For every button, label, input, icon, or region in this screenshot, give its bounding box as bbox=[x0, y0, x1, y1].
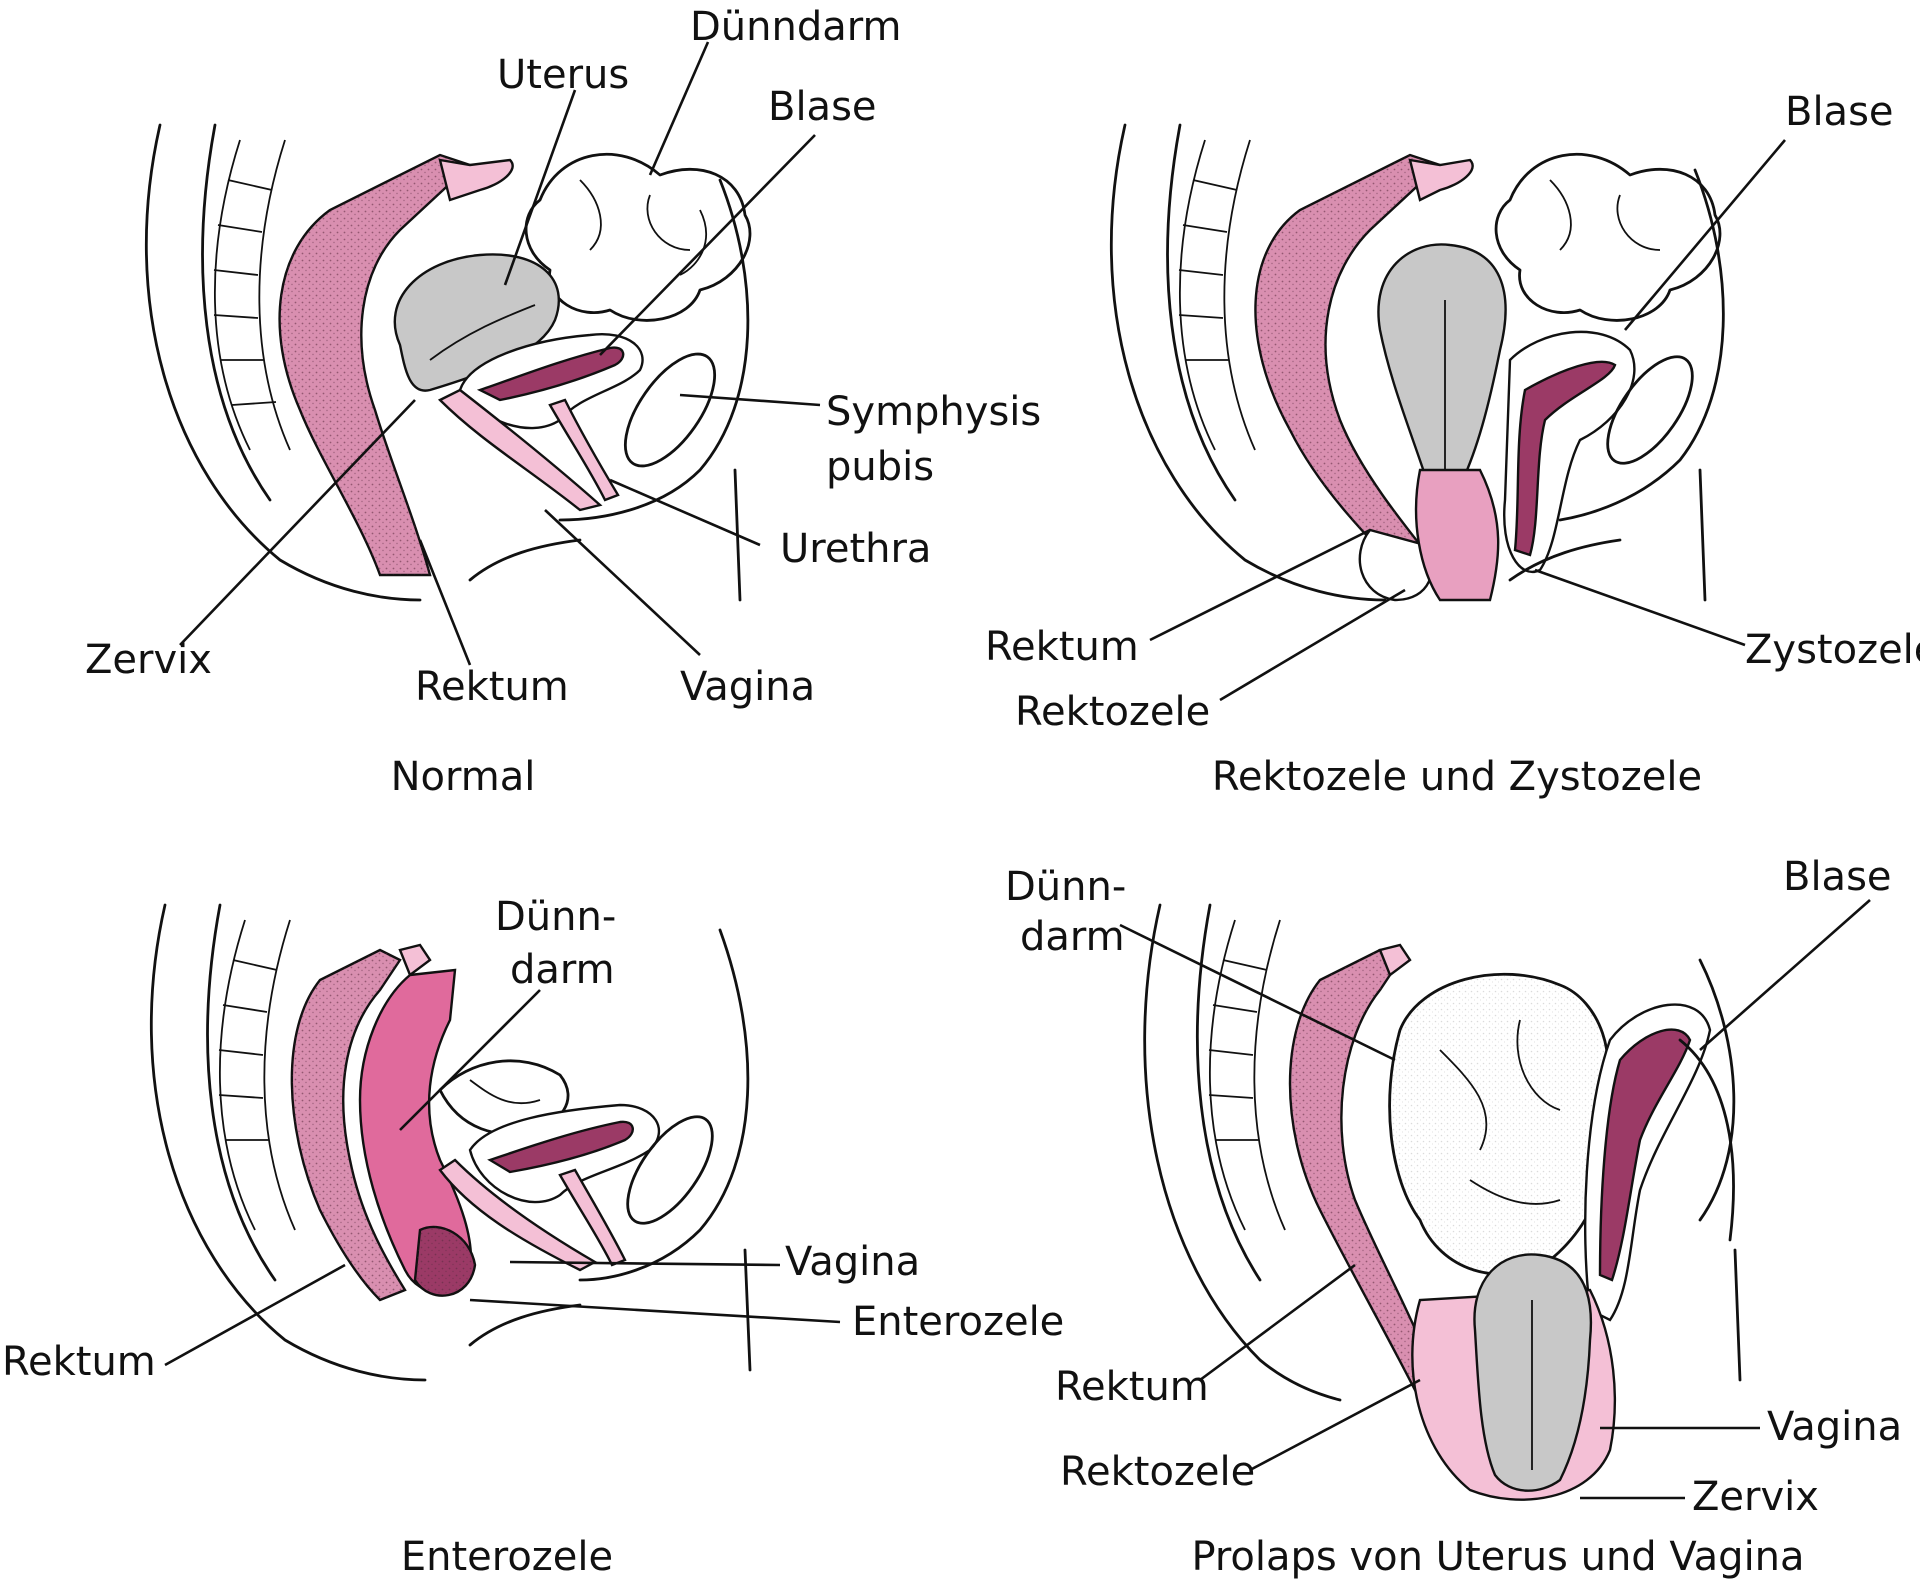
label-darm: darm bbox=[1020, 914, 1125, 960]
rz-leader-lines bbox=[1149, 139, 1786, 702]
rz-anatomy-drawing bbox=[1109, 123, 1725, 602]
label-blase: Blase bbox=[768, 84, 877, 130]
panel-rektozele-zystozele: Blase Rektum Rektozele Zystozele Rektoze… bbox=[985, 89, 1920, 800]
normal-leader-lines bbox=[179, 41, 821, 666]
panel-normal: Dünndarm Uterus Blase Symphysis pubis Ur… bbox=[85, 4, 1041, 800]
label-duenndarm: Dünndarm bbox=[690, 4, 901, 50]
label-darm: darm bbox=[510, 947, 615, 993]
label-zervix: Zervix bbox=[1692, 1474, 1819, 1520]
label-rektum: Rektum bbox=[2, 1339, 156, 1385]
label-zystozele: Zystozele bbox=[1745, 627, 1920, 673]
normal-anatomy-drawing bbox=[144, 123, 752, 602]
label-vagina: Vagina bbox=[1767, 1404, 1902, 1450]
label-symphysis: Symphysis bbox=[826, 389, 1041, 435]
label-vagina: Vagina bbox=[680, 664, 815, 710]
label-blase: Blase bbox=[1785, 89, 1894, 135]
caption-rektozele-zystozele: Rektozele und Zystozele bbox=[1212, 754, 1702, 800]
caption-prolaps: Prolaps von Uterus und Vagina bbox=[1191, 1534, 1804, 1580]
caption-enterozele: Enterozele bbox=[401, 1534, 613, 1580]
label-duenn: Dünn- bbox=[495, 894, 616, 940]
label-zervix: Zervix bbox=[85, 637, 212, 683]
label-pubis: pubis bbox=[826, 444, 934, 490]
label-rektum: Rektum bbox=[1055, 1364, 1209, 1410]
label-urethra: Urethra bbox=[780, 526, 931, 572]
label-vagina: Vagina bbox=[785, 1239, 920, 1285]
label-rektum: Rektum bbox=[415, 664, 569, 710]
label-enterozele: Enterozele bbox=[852, 1299, 1064, 1345]
label-duenn: Dünn- bbox=[1005, 864, 1126, 910]
label-uterus: Uterus bbox=[497, 52, 629, 98]
label-blase: Blase bbox=[1783, 854, 1892, 900]
caption-normal: Normal bbox=[391, 754, 536, 800]
panel-prolaps: Dünn- darm Blase Rektum Rektozele Vagina… bbox=[1005, 854, 1902, 1580]
label-rektozele: Rektozele bbox=[1015, 689, 1210, 735]
prolaps-leader-lines bbox=[1119, 899, 1871, 1500]
label-rektozele: Rektozele bbox=[1060, 1449, 1255, 1495]
enterozele-leader-lines bbox=[164, 989, 841, 1367]
enterozele-anatomy-drawing bbox=[149, 903, 752, 1382]
prolaps-anatomy-drawing bbox=[1143, 903, 1742, 1501]
panel-enterozele: Dünn- darm Vagina Enterozele Rektum Ente… bbox=[2, 894, 1064, 1580]
label-rektum: Rektum bbox=[985, 624, 1139, 670]
